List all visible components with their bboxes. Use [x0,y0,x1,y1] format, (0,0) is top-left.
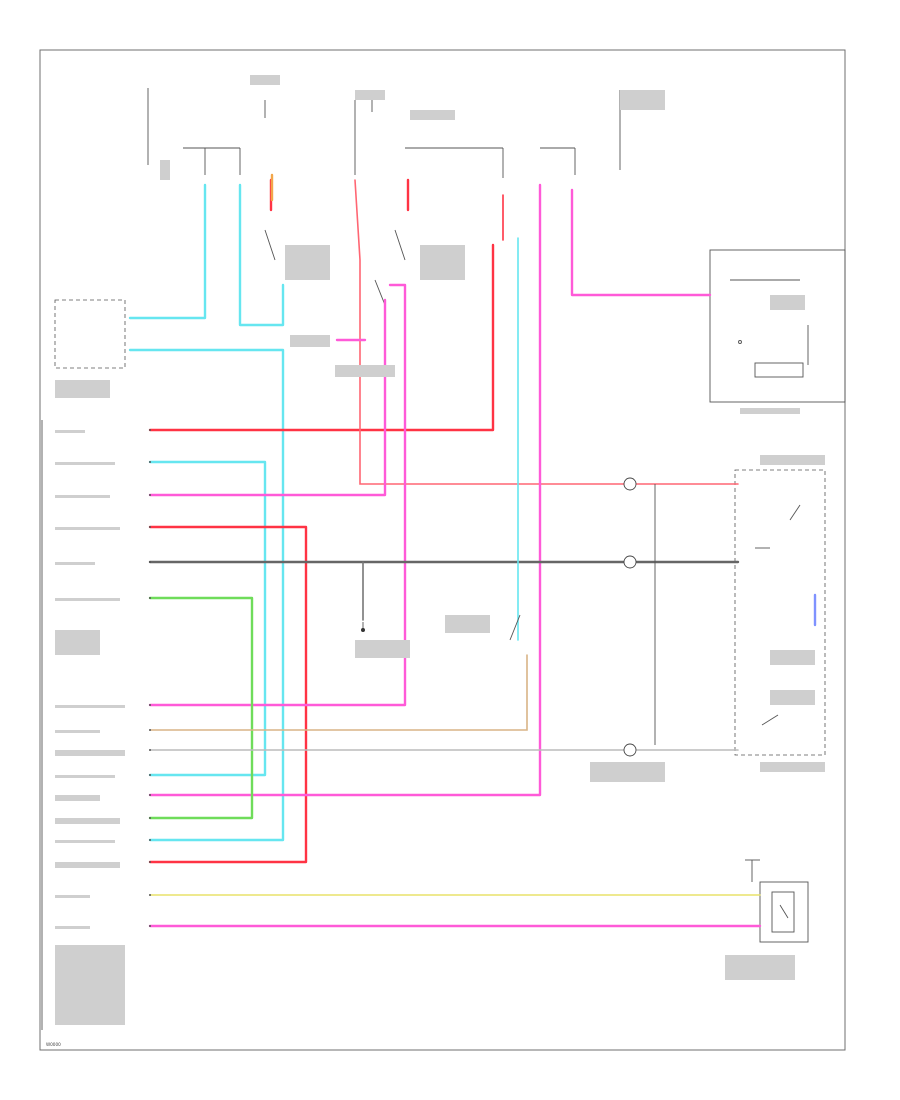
wire-cyan-3 [128,348,285,842]
splice-circle-icon [623,555,637,569]
illegible-labels [55,75,825,1025]
paddle-shifter-module-box [759,881,809,943]
wire-red-power [148,525,308,864]
switch-contact-icon [509,504,801,726]
transmission-range-switch-box [54,299,126,369]
splice-group [623,477,637,757]
wire-tan [149,654,528,731]
wire-red-group [148,178,739,864]
splice-circle-icon [623,743,637,757]
instrument-cluster-box [709,249,846,403]
wire-cyan-4 [148,460,267,777]
paddle-shifter-switch-icon [745,859,795,933]
wire-pink-cluster [570,188,712,297]
wire-green [148,596,254,820]
instrument-cluster-internals [730,279,809,378]
wire-red-key [148,243,495,432]
wire-pink-long [148,183,542,797]
splice-circle-icon [623,477,637,491]
wire-cyan-2 [238,183,285,327]
diagram-frame [39,49,846,1051]
wire-pink-stop-lamp [148,298,387,497]
connector-pin-icon [149,429,151,927]
left-steering-wheel-controls-box [734,469,826,756]
wire-gray-group [148,484,740,745]
wire-pink-group [148,183,762,928]
wire-cyan-group [128,183,285,842]
top-power-feeds [147,88,621,306]
wire-red-feed-right [354,179,739,485]
wire-pink-upper-left [148,283,407,707]
footer-code: W0000 [46,1042,61,1047]
wire-cyan-1 [128,183,207,320]
ground-symbol-icon [361,622,365,632]
